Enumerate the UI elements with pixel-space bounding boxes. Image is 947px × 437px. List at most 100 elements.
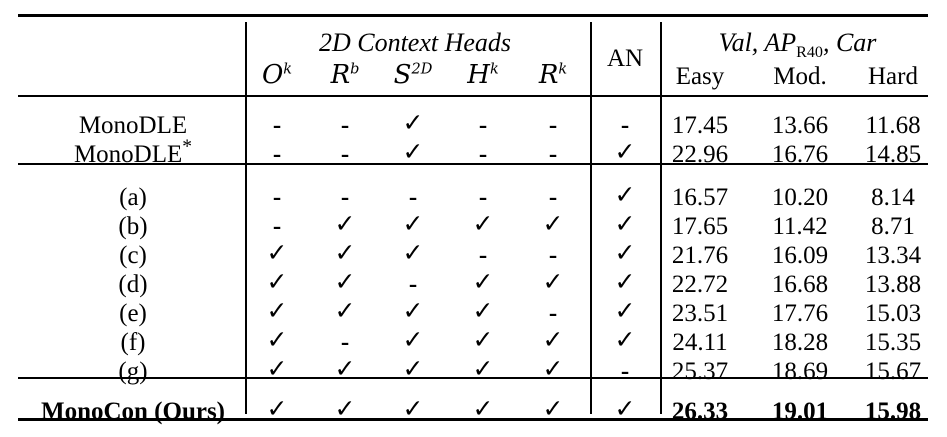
check-icon: ✓: [614, 327, 636, 354]
metric-value: 26.33: [671, 398, 729, 425]
dash-mark: -: [408, 184, 418, 211]
metric-value: 19.01: [771, 398, 829, 425]
dash-mark: -: [272, 141, 282, 168]
vertical-rule-an-right: [660, 22, 662, 414]
row-label: (f): [120, 329, 146, 356]
dash-mark: -: [340, 112, 350, 139]
symbol-header-3: S2D: [393, 60, 433, 90]
check-icon: ✓: [402, 240, 424, 267]
check-icon: ✓: [334, 240, 356, 267]
dash-mark: -: [620, 358, 630, 385]
check-icon: ✓: [266, 298, 288, 325]
horizontal-rule-3: [18, 163, 928, 165]
row-label: (e): [119, 300, 147, 327]
dash-mark: -: [340, 184, 350, 211]
check-icon: ✓: [542, 327, 564, 354]
horizontal-rule-2: [18, 95, 928, 97]
row-label: (b): [118, 213, 148, 240]
dash-mark: -: [548, 242, 558, 269]
dash-mark: -: [340, 141, 350, 168]
vertical-rule-an-left: [590, 22, 592, 414]
horizontal-rule-4: [18, 377, 928, 379]
metric-value: 11.68: [865, 112, 921, 139]
column-header-mod: Mod.: [773, 63, 827, 90]
dash-mark: -: [272, 112, 282, 139]
dash-mark: -: [478, 112, 488, 139]
check-icon: ✓: [472, 298, 494, 325]
dash-mark: -: [408, 271, 418, 298]
dash-mark: -: [272, 213, 282, 240]
symbol-header-5: Rk: [538, 60, 568, 90]
check-icon: ✓: [266, 269, 288, 296]
check-icon: ✓: [334, 269, 356, 296]
row-label: MonoDLE: [78, 112, 188, 139]
vertical-rule-heads: [245, 22, 247, 414]
check-icon: ✓: [402, 298, 424, 325]
dash-mark: -: [620, 112, 630, 139]
check-icon: ✓: [542, 211, 564, 238]
check-icon: ✓: [542, 356, 564, 383]
metric-value: 15.98: [864, 398, 922, 425]
check-icon: ✓: [614, 211, 636, 238]
check-icon: ✓: [472, 396, 494, 423]
row-label: (c): [119, 242, 147, 269]
metric-value: 16.68: [771, 271, 829, 298]
metric-value: 18.69: [771, 358, 829, 385]
metric-value: 21.76: [671, 242, 729, 269]
check-icon: ✓: [402, 139, 424, 166]
check-icon: ✓: [402, 356, 424, 383]
check-icon: ✓: [266, 356, 288, 383]
group-header-val-ap-car: Val, APR40, Car: [718, 28, 877, 62]
dash-mark: -: [272, 184, 282, 211]
symbol-header-2: Rb: [330, 60, 360, 90]
metric-value: 16.57: [671, 184, 729, 211]
row-label: (d): [118, 271, 148, 298]
check-icon: ✓: [334, 356, 356, 383]
metric-value: 18.28: [771, 329, 829, 356]
check-icon: ✓: [614, 182, 636, 209]
metric-value: 11.42: [772, 213, 828, 240]
metric-value: 23.51: [671, 300, 729, 327]
column-header-easy: Easy: [675, 63, 725, 90]
metric-value: 17.76: [771, 300, 829, 327]
metric-value: 8.14: [871, 184, 915, 211]
metric-value: 14.85: [864, 141, 922, 168]
check-icon: ✓: [542, 396, 564, 423]
metric-value: 17.45: [671, 112, 729, 139]
metric-value: 24.11: [672, 329, 728, 356]
dash-mark: -: [478, 184, 488, 211]
metric-value: 25.37: [671, 358, 729, 385]
dash-mark: -: [548, 184, 558, 211]
metric-value: 15.67: [864, 358, 922, 385]
row-label: (a): [119, 184, 147, 211]
metric-value: 13.88: [864, 271, 922, 298]
metric-value: 10.20: [771, 184, 829, 211]
check-icon: ✓: [542, 269, 564, 296]
dash-mark: -: [478, 141, 488, 168]
symbol-header-4: Hk: [467, 60, 499, 90]
check-icon: ✓: [614, 396, 636, 423]
check-icon: ✓: [614, 298, 636, 325]
check-icon: ✓: [266, 396, 288, 423]
check-icon: ✓: [614, 240, 636, 267]
symbol-header-1: Ok: [261, 60, 293, 90]
metric-value: 13.66: [771, 112, 829, 139]
dash-mark: -: [548, 300, 558, 327]
dash-mark: -: [548, 112, 558, 139]
row-label: MonoDLE*: [73, 136, 193, 168]
metric-value: 16.09: [771, 242, 829, 269]
dash-mark: -: [340, 329, 350, 356]
check-icon: ✓: [472, 327, 494, 354]
group-header-2d-context-heads: 2D Context Heads: [318, 28, 512, 57]
dash-mark: -: [548, 141, 558, 168]
check-icon: ✓: [472, 211, 494, 238]
check-icon: ✓: [402, 110, 424, 137]
metric-value: 13.34: [864, 242, 922, 269]
metric-value: 22.96: [671, 141, 729, 168]
metric-value: 8.71: [871, 213, 915, 240]
check-icon: ✓: [402, 396, 424, 423]
dash-mark: -: [478, 242, 488, 269]
check-icon: ✓: [334, 298, 356, 325]
check-icon: ✓: [614, 139, 636, 166]
